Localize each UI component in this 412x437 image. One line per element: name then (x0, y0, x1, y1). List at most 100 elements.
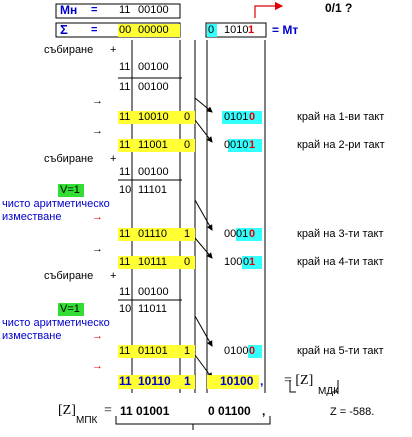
fin-mt: 10100 (220, 374, 254, 388)
sh5-mt-c: 0 (249, 345, 256, 357)
fin-sign: 11 (119, 374, 132, 388)
sh2-mt-a: 0 (224, 139, 231, 151)
sh3-highlight (118, 228, 195, 241)
fin-mt-highlight (207, 375, 259, 389)
pure-shift-2a: чисто аритметическо (2, 317, 110, 329)
plus-2: + (110, 153, 117, 165)
res1-sign: 11 (119, 81, 131, 93)
sh5-value: 01101 (138, 345, 168, 357)
v-flag-2-bg (58, 303, 84, 316)
sh1-mt-c: 0 (249, 111, 256, 123)
v-flag-1: V=1 (60, 184, 80, 196)
sh5-mt-highlight (248, 345, 262, 358)
plus-1: + (110, 44, 117, 56)
sh2-bit: 0 (184, 139, 191, 151)
sum-sign: 00 (119, 24, 132, 36)
mn-sign: 11 (119, 4, 131, 16)
sh1-mt-highlight (222, 111, 262, 124)
footer-comma: , (262, 404, 266, 418)
mt-label: = Мт (272, 23, 299, 37)
sh4-mt-a: 100 (224, 256, 243, 268)
sum-highlight (118, 24, 180, 37)
end-label-2: край на 2-ри такт (297, 139, 385, 151)
pure-shift-1b: изместване (2, 211, 62, 223)
add-label-2: събиране (44, 153, 94, 165)
sum-eq: = (91, 24, 98, 36)
end-label-3: край на 3-ти такт (297, 228, 384, 240)
arrow-4: → (92, 243, 103, 255)
sh2-highlight (118, 139, 195, 152)
footer-v1: 11 01001 (120, 404, 170, 418)
fin-value: 10110 (138, 374, 171, 388)
sh4-mt-c: 1 (249, 256, 256, 268)
mn-eq: = (91, 4, 98, 16)
sh5-bit: 1 (184, 345, 191, 357)
header-mt-frame (205, 22, 267, 38)
sh1-highlight (118, 111, 195, 124)
fin-comma: , (260, 374, 264, 388)
res2-sign: 10 (119, 184, 132, 196)
sh3-bit: 1 (184, 228, 191, 240)
sh1-mt-a: 0 (224, 111, 231, 123)
end-label-1: край на 1-ви такт (297, 111, 385, 123)
footer-z-left: [Z] (58, 403, 76, 418)
sh2-mt-b: 010 (230, 139, 249, 151)
pure-shift-2b: изместване (2, 330, 62, 342)
sh4-mt-b: 0 (243, 256, 250, 268)
arrow-5: → (92, 330, 103, 342)
header-mn-frame (55, 3, 181, 19)
sh3-mt-highlight (236, 228, 262, 241)
sh3-mt-b: 01 (236, 228, 249, 240)
sum-value: 00000 (138, 24, 169, 36)
footer-eq: = (104, 403, 112, 418)
fin-highlight (118, 375, 195, 389)
mt-bits: 1010 (224, 24, 249, 36)
sh2-mt-highlight (228, 139, 262, 152)
arrow-1: → (92, 95, 103, 107)
footer-v2: 0 01100 (208, 404, 251, 418)
mn-label: Мн (60, 3, 78, 17)
v-flag-1-bg (58, 184, 84, 197)
res2-value: 11101 (138, 184, 167, 196)
sh5-highlight (118, 345, 195, 358)
footer-z-value: Z = -588. (330, 406, 375, 418)
res3-value: 11011 (138, 303, 167, 315)
add1-sign: 11 (119, 61, 131, 73)
mt-last: 1 (248, 24, 255, 36)
footer-z-sub: МПК (76, 415, 98, 426)
plus-3: + (110, 270, 117, 282)
header-sum-frame (55, 22, 181, 38)
end-label-5: край на 5-ти такт (297, 345, 384, 357)
add3-value: 00100 (138, 286, 169, 298)
arrow-3: → (92, 211, 103, 223)
add1-value: 00100 (138, 61, 169, 73)
add3-sign: 11 (119, 286, 131, 298)
add2-sign: 11 (119, 166, 131, 178)
sh1-sign: 11 (119, 111, 131, 123)
sh3-sign: 11 (119, 228, 131, 240)
mt-first-highlight (207, 24, 217, 37)
sh2-sign: 11 (119, 139, 131, 151)
sigma-label: Σ (60, 22, 68, 37)
sh2-mt-c: 1 (249, 139, 256, 151)
end-label-4: край на 4-ти такт (297, 256, 384, 268)
question-label: 0/1 ? (325, 1, 353, 15)
sh4-mt-highlight (242, 256, 262, 269)
sh5-mt-a: 0100 (224, 345, 249, 357)
sh4-sign: 11 (119, 256, 131, 268)
arrow-2: → (92, 125, 103, 137)
sh4-highlight (118, 256, 195, 269)
fin-eq: = [Z] (284, 373, 314, 388)
res3-sign: 10 (119, 303, 132, 315)
sh1-mt-b: 101 (230, 111, 249, 123)
sh1-bit: 0 (184, 111, 191, 123)
fin-bit: 1 (184, 374, 191, 388)
sh4-value: 10111 (138, 256, 167, 268)
mn-value: 00100 (138, 4, 169, 16)
sh2-value: 11001 (138, 139, 168, 151)
sh3-mt-a: 00 (224, 228, 237, 240)
sh5-sign: 11 (119, 345, 131, 357)
add2-value: 00100 (138, 166, 169, 178)
arrow-6: → (92, 360, 103, 372)
